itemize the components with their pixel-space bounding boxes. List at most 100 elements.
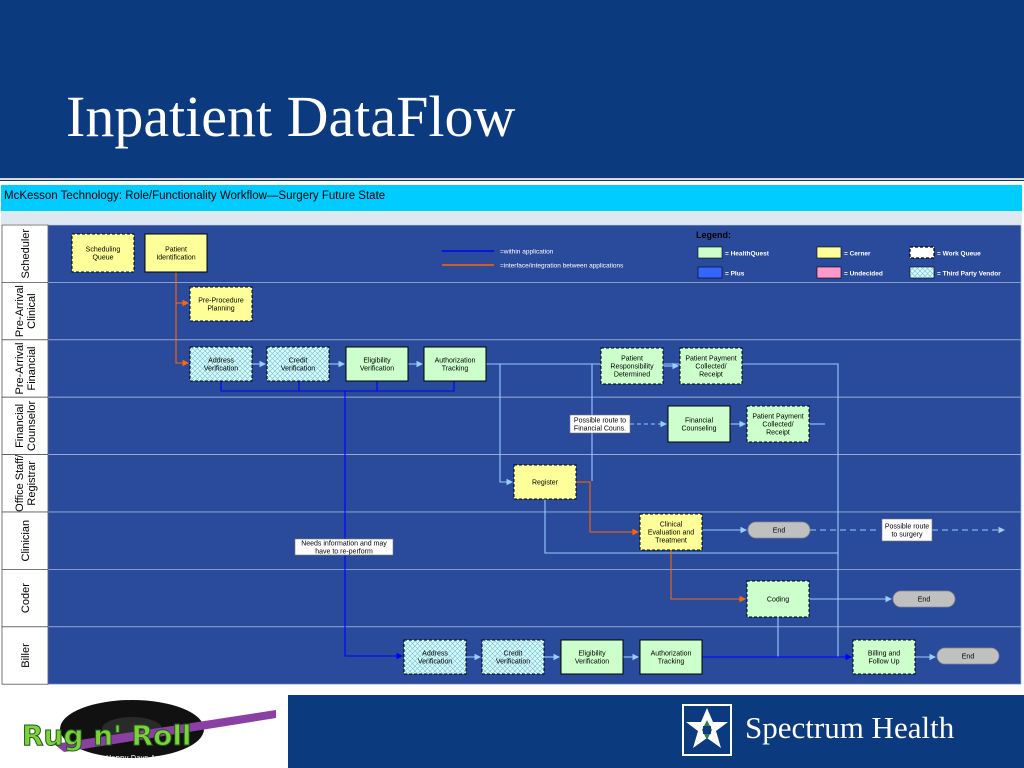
- edge-identification-to-address: [175, 272, 190, 367]
- lane-label-box-coder: [1, 568, 49, 628]
- end-biller: [936, 647, 1000, 665]
- title-divider: [0, 178, 1024, 180]
- node-register: [513, 464, 577, 500]
- node-address-verification-2: [403, 639, 467, 675]
- node-credit-verification-1: [266, 346, 330, 382]
- node-billing-follow-up: [852, 639, 916, 675]
- legend-swatch-healthquest: [697, 246, 723, 259]
- lane-label-clinician: Clinician: [20, 520, 32, 562]
- node-label-register: Register: [532, 479, 559, 486]
- legend-label-work-queue: = Work Queue: [937, 251, 981, 258]
- workflow-diagram: McKesson Technology: Role/Functionality …: [0, 181, 1024, 695]
- lane-coder: [47, 568, 1022, 628]
- node-pre-procedure-planning: [189, 286, 253, 322]
- logo-wordmark: Rug n' Roll: [22, 719, 192, 752]
- lane-label-box-clinician: [1, 511, 49, 570]
- edge-clinical-to-coding: [670, 550, 747, 603]
- node-address-verification-1: [189, 346, 253, 382]
- slide-title: Inpatient DataFlow: [66, 84, 516, 149]
- lane-label-box-pre-arrival-financial: [1, 339, 49, 398]
- lane-label-coder: Coder: [20, 583, 32, 613]
- workflow-canvas: SchedulerPre-ArrivalClinicalPre-ArrivalF…: [1, 224, 1022, 685]
- diagram-subheader-bar: [1, 211, 1022, 224]
- node-credit-verification-2: [481, 639, 545, 675]
- diagram-header: McKesson Technology: Role/Functionality …: [1, 185, 1022, 211]
- legend-title: Legend:: [696, 230, 731, 240]
- node-scheduling-queue: [71, 233, 135, 273]
- node-authorization-tracking-1: [423, 346, 487, 382]
- node-coding: [746, 580, 810, 618]
- spectrum-star-icon: [682, 704, 732, 756]
- lane-label-box-office-staff-registrar: [1, 454, 49, 513]
- node-eligibility-verification-1: [345, 346, 409, 382]
- end-coder-label: End: [918, 596, 931, 603]
- end-clinician-label: End: [773, 527, 786, 534]
- legend-swatch-work-queue: [909, 246, 935, 259]
- note-surgery-route: [881, 518, 933, 542]
- logo-tagline: Happy Days Are Here Again: [106, 754, 203, 762]
- node-patient-responsibility: [600, 347, 664, 385]
- lane-label-box-pre-arrival-clinical: [1, 282, 49, 341]
- lane-label-pre-arrival-clinical: Pre-ArrivalClinical: [14, 285, 38, 337]
- edge-register-to-clinical: [576, 481, 640, 536]
- node-payment-collected-2: [746, 405, 810, 443]
- lane-scheduler: [47, 224, 1022, 283]
- node-eligibility-verification-2: [560, 639, 624, 675]
- legend-swatch-cerner: [816, 246, 842, 259]
- legend-label-plus: = Plus: [725, 271, 745, 278]
- lane-label-box-financial-counselor: [1, 396, 49, 455]
- node-authorization-tracking-2: [639, 639, 703, 675]
- legend-swatch-plus: [697, 266, 723, 279]
- lane-label-box-biller: [1, 626, 49, 685]
- lane-label-office-staff-registrar: Office Staff/Registrar: [14, 454, 38, 512]
- footer-brand-area: [288, 695, 1024, 768]
- lane-financial-counselor: [47, 396, 1022, 455]
- legend-label-undecided: = Undecided: [844, 271, 883, 278]
- end-coder: [892, 590, 956, 608]
- node-clinical-evaluation: [639, 513, 703, 551]
- lane-clinician: [47, 511, 1022, 570]
- edge-verification-bus: [220, 381, 455, 392]
- note-reperform: [294, 538, 394, 556]
- edge-reperform-to-biller: [344, 391, 404, 660]
- legend-label-third-party-vendor: = Third Party Vendor: [937, 271, 1001, 278]
- node-patient-identification: [144, 233, 208, 273]
- legend-label-healthquest: = HealthQuest: [725, 251, 770, 258]
- lane-label-box-scheduler: [1, 224, 49, 283]
- legend-swatch-undecided: [816, 266, 842, 279]
- lane-label-financial-counselor: FinancialCounselor: [14, 400, 38, 450]
- end-biller-label: End: [962, 653, 975, 660]
- lane-label-biller: Biller: [20, 643, 32, 668]
- rug-n-roll-logo: Rug n' Roll Happy Days Are Here Again: [22, 700, 276, 762]
- edge-register-return: [544, 499, 838, 554]
- node-label-coding: Coding: [767, 596, 789, 603]
- lane-label-scheduler: Scheduler: [20, 229, 32, 279]
- node-payment-collected-1: [679, 347, 743, 385]
- legend-swatch-third-party-vendor: [909, 266, 935, 279]
- key-label-interface-integration: =interface/integration between applicati…: [500, 263, 624, 270]
- legend-label-cerner: = Cerner: [844, 251, 871, 258]
- note-financial-route: [569, 414, 631, 434]
- end-clinician: [747, 521, 811, 539]
- key-label-within-application: =within application: [500, 249, 554, 256]
- brand-name: Spectrum Health: [745, 710, 955, 745]
